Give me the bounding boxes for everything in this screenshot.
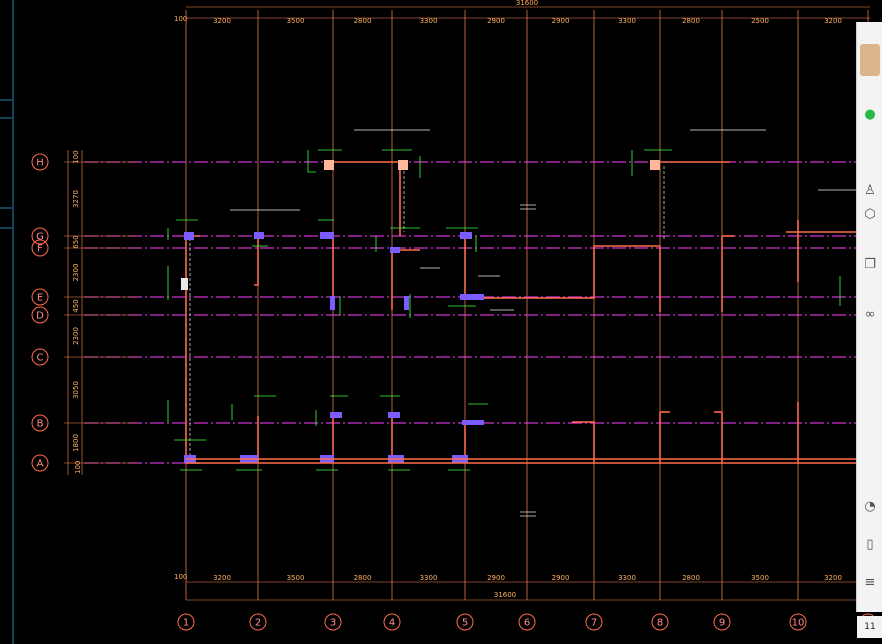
- column-axis-label: 10: [792, 618, 805, 629]
- top-bay-dimension-labels: 3200 3500 2800 3300 2900 2900 3300 2800 2500 3200: [213, 17, 842, 25]
- bottom-bay-dimension: 3500: [287, 574, 305, 582]
- column-bubble-7: [585, 613, 603, 631]
- row-dimension-label: 3050: [72, 381, 80, 399]
- link-icon[interactable]: ∞: [864, 307, 876, 322]
- row-axis-label: E: [37, 293, 43, 304]
- bottom-bay-dimension: 3300: [420, 574, 438, 582]
- top-bay-dimension: 2900: [487, 17, 505, 25]
- annotation-marks: [167, 129, 856, 471]
- column-bubble-8: [651, 613, 669, 631]
- column-axis-label: 7: [591, 618, 597, 629]
- column-axis-label: 6: [524, 618, 530, 629]
- bottom-dimension-chain: 31600 100: [174, 573, 856, 601]
- row-dimension-label: 100: [72, 150, 80, 163]
- column-axis-label: 5: [462, 618, 468, 629]
- person-icon[interactable]: ♙: [864, 183, 876, 198]
- column-axis-label: 2: [255, 618, 261, 629]
- column-axis-label: 4: [389, 618, 395, 629]
- row-axis-label: B: [37, 419, 44, 430]
- structural-walls: [181, 160, 856, 517]
- bottom-bay-dimension: 2900: [552, 574, 570, 582]
- row-dimension-label: 3270: [72, 190, 80, 208]
- row-axis-label: F: [37, 244, 43, 255]
- column-axis-label: 8: [657, 618, 663, 629]
- vertical-grid-lines: [185, 10, 869, 600]
- row-bubble-E: [31, 288, 49, 306]
- column-axis-label: 3: [330, 618, 336, 629]
- column-axis-bubbles: 1234567891011: [177, 613, 877, 631]
- bottom-edge-row-dimension: 100: [74, 461, 82, 474]
- horizontal-grid-lines: [64, 161, 856, 464]
- top-bay-dimension: 3300: [420, 17, 438, 25]
- row-axis-label: C: [37, 353, 44, 364]
- row-bubble-C: [31, 348, 49, 366]
- clock-icon[interactable]: ◔: [864, 499, 876, 514]
- column-bubble-2: [249, 613, 267, 631]
- bottom-bay-dimension: 3200: [213, 574, 231, 582]
- top-bay-dimension: 3200: [213, 17, 231, 25]
- top-bay-dimension: 3500: [287, 17, 305, 25]
- column-bubble-9: [713, 613, 731, 631]
- row-bubble-G: [31, 227, 49, 245]
- bottom-total-dimension: 31600: [494, 591, 516, 599]
- top-dimension-chain: 31600 100: [174, 0, 870, 23]
- column-bubble-10: [789, 613, 807, 631]
- row-axis-label: A: [37, 459, 44, 470]
- column-bubble-1: [177, 613, 195, 631]
- top-bay-dimension: 2500: [751, 17, 769, 25]
- top-edge-dimension: 100: [174, 15, 187, 23]
- cube-icon[interactable]: ⬡: [864, 207, 876, 222]
- row-axis-label: G: [36, 232, 44, 243]
- row-bubble-F: [31, 239, 49, 257]
- avatar-icon[interactable]: [860, 44, 880, 76]
- bottom-bay-dimension: 3300: [618, 574, 636, 582]
- top-bay-dimension: 2900: [552, 17, 570, 25]
- top-bay-dimension: 3200: [824, 17, 842, 25]
- column-bubble-4: [383, 613, 401, 631]
- bottom-bay-dimension: 3200: [824, 574, 842, 582]
- row-bubble-B: [31, 414, 49, 432]
- row-axis-label: H: [36, 158, 44, 169]
- row-dimension-label: 650: [72, 235, 80, 248]
- top-bay-dimension: 2800: [354, 17, 372, 25]
- row-axis-bubbles: H GF ED C B A: [31, 153, 49, 472]
- right-side-toolbar: ● ♙ ⬡ ❐ ∞ ◔ ▯ ≡ 11: [856, 22, 882, 638]
- page-number: 11: [857, 616, 882, 638]
- row-dimension-label: 2300: [72, 327, 80, 345]
- top-bay-dimension: 2800: [682, 17, 700, 25]
- bottom-bay-dimension: 3500: [751, 574, 769, 582]
- list-icon[interactable]: ≡: [864, 575, 876, 590]
- row-bubble-H: [31, 153, 49, 171]
- column-bubble-6: [518, 613, 536, 631]
- bottom-bay-dimension: 2800: [354, 574, 372, 582]
- row-bubble-A: [31, 454, 49, 472]
- row-dimension-label: 2300: [72, 264, 80, 282]
- copy-icon[interactable]: ❐: [864, 257, 876, 272]
- bottom-bay-dimension: 2900: [487, 574, 505, 582]
- column-bubble-5: [456, 613, 474, 631]
- bottom-edge-dimension: 100: [174, 573, 187, 581]
- row-axis-label: D: [36, 311, 44, 322]
- column-axis-label: 9: [719, 618, 725, 629]
- bottom-bay-dimension-labels: 3200 3500 2800 3300 2900 2900 3300 2800 3500 3200: [213, 574, 842, 582]
- row-dimension-label: 450: [72, 299, 80, 312]
- left-ruler-strip: [0, 0, 14, 644]
- column-bubble-3: [324, 613, 342, 631]
- bottom-bay-dimension: 2800: [682, 574, 700, 582]
- column-axis-label: 1: [183, 618, 189, 629]
- file-icon[interactable]: ▯: [866, 537, 874, 552]
- row-bubble-D: [31, 306, 49, 324]
- row-dimension-label: 1800: [72, 434, 80, 452]
- top-bay-dimension: 3300: [618, 17, 636, 25]
- chat-icon[interactable]: ●: [864, 107, 876, 122]
- left-dimension-chain: 100 100 3270 650 2300 450 2300 3050 1800: [67, 150, 83, 475]
- top-total-dimension: 31600: [516, 0, 538, 7]
